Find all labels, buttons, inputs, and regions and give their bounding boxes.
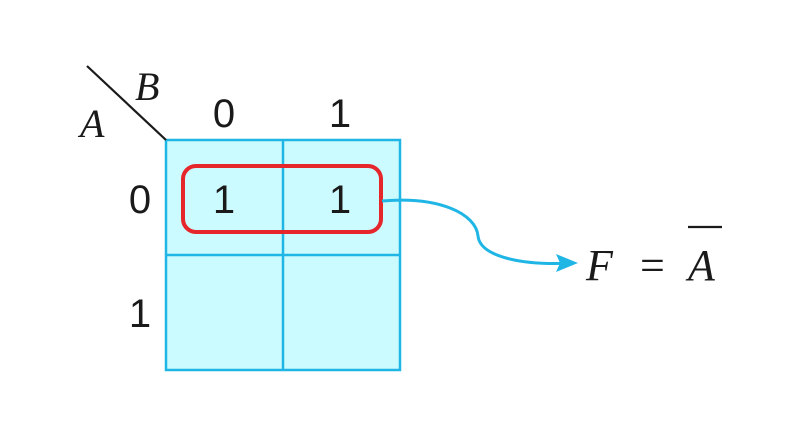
- result-equals: =: [640, 241, 665, 290]
- cell-r0-c0: 1: [213, 178, 235, 222]
- col-variable-label: B: [135, 64, 159, 109]
- row-variable-label: A: [77, 101, 105, 146]
- col-header-0: 0: [213, 92, 235, 136]
- row-header-0: 0: [129, 178, 151, 222]
- result-lhs: F: [585, 241, 614, 290]
- cell-r0-c1: 1: [329, 178, 351, 222]
- kmap-grid-lines: [164, 138, 402, 372]
- arrow-head-icon: [556, 254, 578, 272]
- group-loop-outline: [181, 164, 383, 234]
- col-header-1: 1: [329, 92, 351, 136]
- corner-diagonal-line: [86, 65, 167, 141]
- result-rhs: A: [685, 241, 716, 290]
- connector-arrow-line: [381, 198, 575, 265]
- row-header-1: 1: [129, 292, 151, 336]
